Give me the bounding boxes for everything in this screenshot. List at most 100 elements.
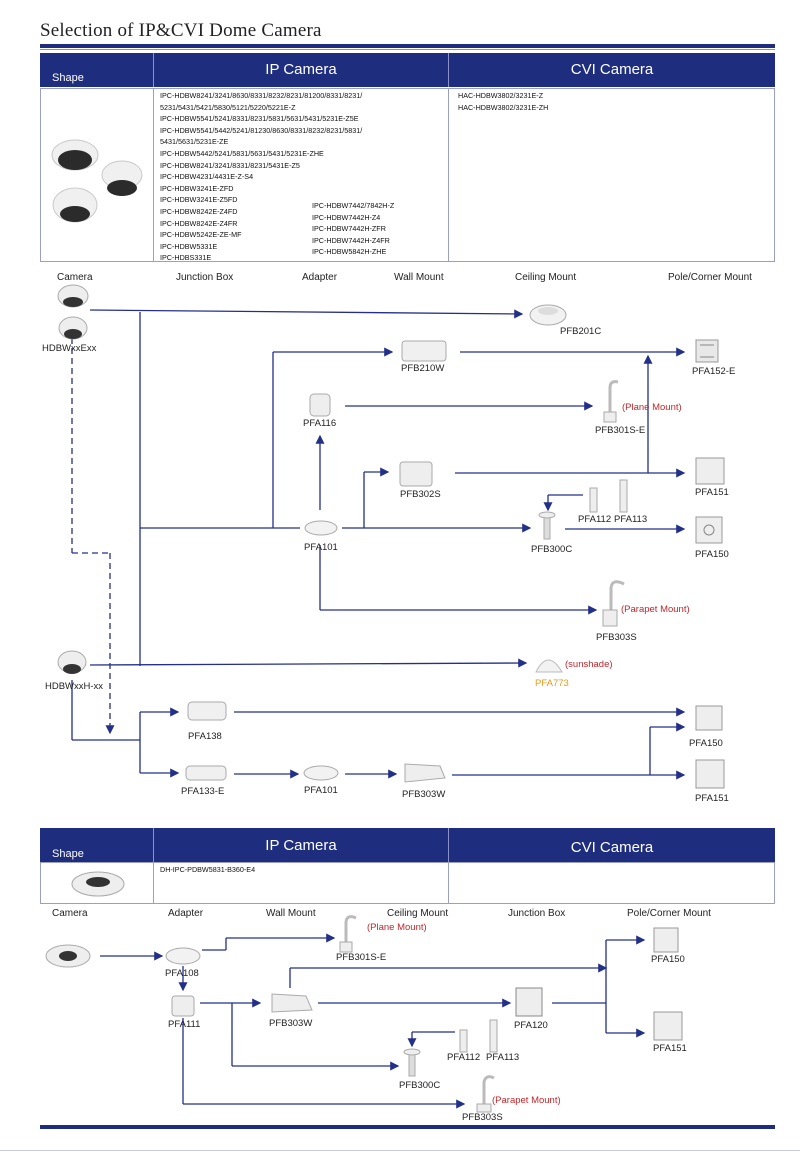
model-line: IPC-HDBW8242E-Z4FR: [160, 218, 238, 228]
section2-shape-label: Shape: [52, 848, 84, 860]
s2-pfa150-image: [653, 927, 679, 953]
category-adapter: Adapter: [302, 272, 338, 283]
section2-ip-model: DH-IPC-PDBW5831-B360-E4: [160, 865, 256, 874]
pfa151-image-2: [695, 759, 725, 789]
label-pfa112: PFA112: [578, 514, 612, 525]
s2-pfa112-image: [459, 1029, 468, 1053]
label-pfa152e: PFA152-E: [692, 366, 736, 377]
hdbwxxh-camera-image: [57, 650, 87, 674]
model-line: IPC-HDBW5541/5442/5241/81230/8630/8331/8…: [160, 125, 363, 135]
pfa152e-image: [695, 339, 719, 363]
model-line: 5431/5631/5231E-ZE: [160, 137, 229, 147]
section1-shape-label: Shape: [52, 72, 84, 84]
label-pfa133e: PFA133-E: [181, 786, 225, 797]
s2-label-pfa113: PFA113: [486, 1052, 520, 1063]
label-pfa138: PFA138: [188, 731, 222, 742]
pfa120-image: [515, 987, 543, 1017]
category-ceiling-mount: Ceiling Mount: [515, 272, 577, 283]
section1-ip-label: IP Camera: [265, 61, 337, 78]
pfa151-image-1: [695, 457, 725, 485]
s2-label-pfb300c: PFB300C: [399, 1080, 441, 1091]
label-pfb201c: PFB201C: [560, 326, 602, 337]
label-pfb303w: PFB303W: [402, 789, 446, 800]
s2-label-pfb303w: PFB303W: [269, 1018, 313, 1029]
s2-label-pfa150: PFA150: [651, 954, 685, 965]
label-pfb302s: PFB302S: [400, 489, 441, 500]
pfa150-image-1: [695, 516, 723, 544]
pfa133e-image: [185, 765, 227, 781]
label-pfa101: PFA101: [304, 542, 338, 553]
model-line: IPC-HDBW3241E-ZFD: [160, 183, 234, 193]
footer-line: [0, 1150, 800, 1151]
s2-pfb301se-image: [339, 915, 357, 953]
s2-label-pfb301se: PFB301S-E: [336, 952, 387, 963]
label-pfa111: PFA111: [168, 1019, 201, 1030]
model-line: IPC-HDBW5842H-ZHE: [312, 247, 387, 257]
s2-category-camera: Camera: [52, 908, 88, 919]
label-sunshade: (sunshade): [565, 659, 613, 670]
box-divider: [153, 88, 154, 262]
label-pfa773: PFA773: [535, 678, 569, 689]
section1-models-box: [40, 88, 775, 262]
label-pfb301se: PFB301S-E: [595, 425, 646, 436]
page-title: Selection of IP&CVI Dome Camera: [40, 20, 322, 41]
model-line: IPC-HDBS331E: [160, 253, 212, 263]
section1-cvi-label: CVI Camera: [570, 61, 654, 78]
pfa101-image-2: [303, 765, 339, 781]
s2-label-plane-mount: (Plane Mount): [367, 922, 427, 933]
s2-pfb303s-image: [476, 1075, 495, 1113]
model-line: IPC-HDBW7442H-ZFR: [312, 224, 386, 234]
category-junction-box: Junction Box: [176, 272, 234, 283]
model-line: IPC-HDBW8241/3241/8331/8231/5431E-Z5: [160, 160, 300, 170]
s2-pfa113-image: [489, 1019, 498, 1053]
title-rule-thin: [40, 49, 775, 50]
label-pfa116: PFA116: [303, 418, 337, 429]
header-divider: [153, 53, 154, 87]
pfa150-image-2: [695, 705, 723, 731]
hdbwxxexx-camera-image: [57, 284, 89, 340]
s2-label-pfa112: PFA112: [447, 1052, 481, 1063]
model-line: IPC-HDBW4231/4431E-Z-S4: [160, 172, 254, 182]
model-line: IPC-HDBW7442H-Z4: [312, 212, 381, 222]
model-line: IPC-HDBW8241/3241/8630/8331/8232/8231/81…: [160, 91, 363, 100]
pfb302s-image: [399, 461, 433, 487]
s2-category-pole-corner-mount: Pole/Corner Mount: [627, 908, 711, 919]
category-wall-mount: Wall Mount: [394, 272, 444, 283]
label-pfa101-2: PFA101: [304, 785, 338, 796]
label-plane-mount: (Plane Mount): [622, 402, 682, 413]
model-line: IPC-HDBW7442/7842H-Z: [312, 201, 395, 210]
box-divider: [448, 88, 449, 262]
model-line: IPC-HDBW5541/5241/8331/8231/5831/5631/54…: [160, 114, 359, 124]
label-pfb303s: PFB303S: [596, 632, 637, 643]
box-divider: [448, 862, 449, 904]
pfb303w-image: [404, 763, 446, 783]
section2-models-box: [40, 862, 775, 904]
pfa108-image: [165, 947, 201, 965]
header-divider: [448, 828, 449, 862]
s2-camera-image: [45, 944, 91, 968]
model-line: HAC-HDBW3802/3231E-Z: [458, 91, 544, 100]
section1-header: [40, 53, 775, 87]
pfb301se-image: [603, 380, 619, 423]
pfb303s-image: [602, 580, 625, 627]
pfa116-image: [309, 393, 331, 417]
s2-pfb303w-image: [271, 993, 313, 1013]
ip-models-col1: IPC-HDBW8241/3241/8630/8331/8232/8231/81…: [160, 90, 362, 264]
label-parapet-mount: (Parapet Mount): [621, 604, 690, 615]
label-hdbwxxexx: HDBWxxExx: [42, 343, 97, 354]
label-pfa150-2: PFA150: [689, 738, 723, 749]
box-divider: [153, 862, 154, 904]
model-line: IPC-HDBW3241E-Z5FD: [160, 195, 238, 205]
pfa138-image: [187, 701, 227, 721]
model-line: IPC-HDBW5331E: [160, 241, 218, 251]
s2-category-wall-mount: Wall Mount: [266, 908, 316, 919]
label-pfa120: PFA120: [514, 1020, 548, 1031]
section2-cvi-label: CVI Camera: [570, 839, 654, 856]
pfb210w-image: [401, 340, 447, 362]
pfa773-image: [535, 659, 563, 673]
label-hdbwxxh: HDBWxxH-xx: [45, 681, 104, 692]
label-pfa113: PFA113: [614, 514, 648, 525]
model-line: IPC-HDBW7442H-Z4FR: [312, 235, 390, 245]
